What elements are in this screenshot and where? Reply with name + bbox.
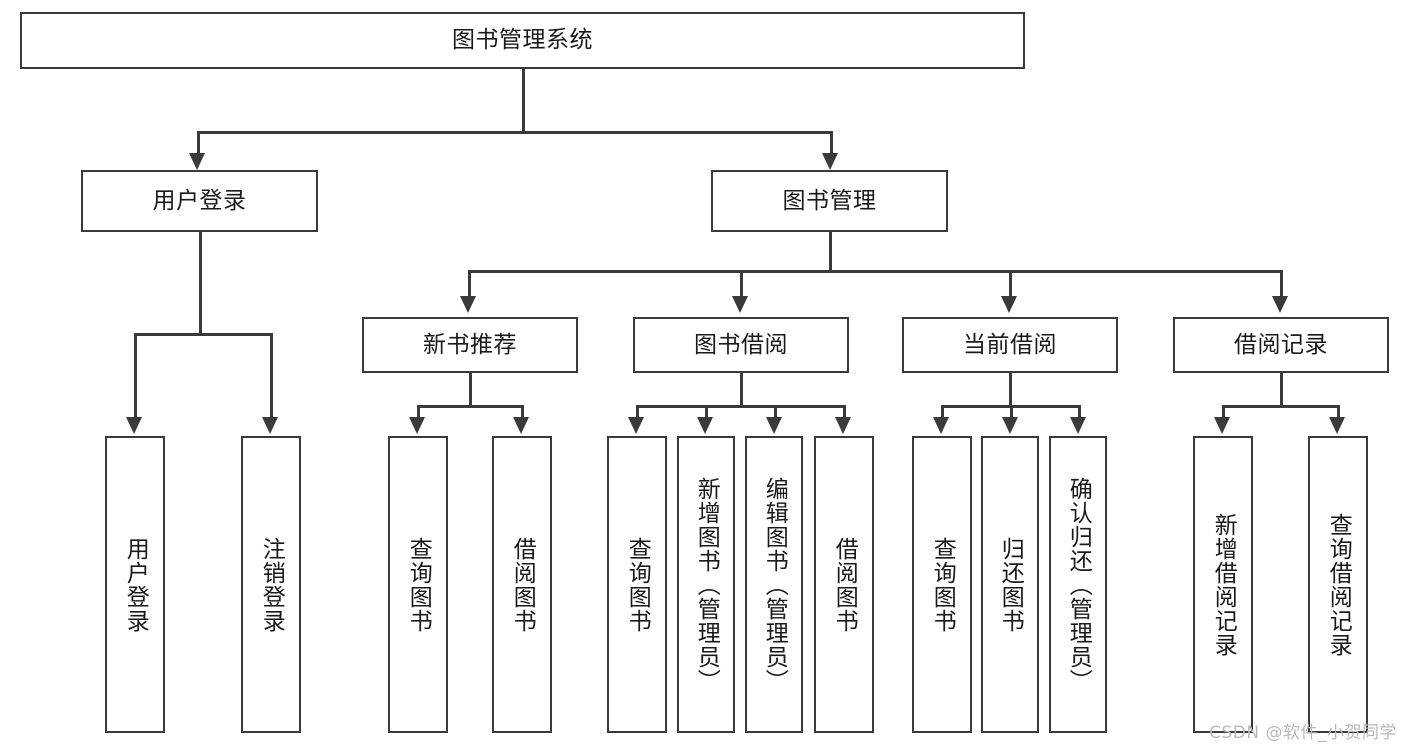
leaf-current-return-book[interactable]: 归还图书 (981, 436, 1039, 733)
connector-record-bus (1222, 405, 1338, 408)
connector-borrow-stem (740, 373, 743, 405)
connector-user-login-branch-1 (134, 333, 137, 419)
node-label: 用户登录 (152, 187, 247, 214)
arrowhead-new-book-recommend (460, 296, 476, 313)
arrowhead-book-borrow (732, 296, 748, 313)
leaf-recommend-query-book[interactable]: 查询图书 (388, 436, 448, 733)
arrowhead-record-leaf-2 (1329, 417, 1345, 434)
arrowhead-current-leaf-2 (1002, 417, 1018, 434)
arrowhead-recommend-leaf-2 (513, 417, 529, 434)
arrowhead-current-leaf-1 (933, 417, 949, 434)
leaf-user-login[interactable]: 用户登录 (105, 436, 165, 733)
connector-current-stem (1009, 373, 1012, 405)
arrowhead-current-leaf-3 (1070, 417, 1086, 434)
connector-book-mgmt-branch-3 (1009, 270, 1012, 298)
node-borrow-record[interactable]: 借阅记录 (1173, 317, 1389, 373)
connector-book-mgmt-branch-2 (740, 270, 743, 298)
node-label: 查询图书 (405, 536, 432, 633)
arrowhead-borrow-leaf-2 (697, 417, 713, 434)
node-label: 确认归还（管理员） (1065, 476, 1092, 693)
connector-user-login-bus (134, 333, 270, 336)
connector-record-branch-1 (1222, 405, 1225, 419)
node-label: 借阅图书 (831, 536, 858, 633)
connector-recommend-branch-2 (521, 405, 524, 419)
node-label: 图书借阅 (694, 331, 788, 358)
node-label: 用户登录 (122, 536, 149, 633)
connector-user-login-stem (199, 232, 202, 333)
node-new-book-recommend[interactable]: 新书推荐 (362, 317, 578, 373)
leaf-current-query-book[interactable]: 查询图书 (912, 436, 972, 733)
connector-recommend-stem (469, 373, 472, 405)
arrowhead-book-mgmt (822, 153, 838, 170)
node-label: 新书推荐 (423, 331, 517, 358)
connector-user-login-branch-2 (270, 333, 273, 419)
node-label: 归还图书 (997, 536, 1024, 633)
arrowhead-borrow-leaf-4 (835, 417, 851, 434)
node-label: 注销登录 (258, 536, 285, 633)
connector-root-to-book-mgmt (830, 131, 833, 155)
arrowhead-recommend-leaf-1 (409, 417, 425, 434)
node-label: 当前借阅 (963, 331, 1057, 358)
leaf-recommend-borrow-book[interactable]: 借阅图书 (492, 436, 552, 733)
connector-root-to-user-login (197, 131, 200, 155)
node-user-login[interactable]: 用户登录 (81, 170, 318, 232)
connector-current-bus (941, 405, 1078, 408)
connector-record-branch-2 (1337, 405, 1340, 419)
node-label: 新增借阅记录 (1210, 512, 1237, 657)
arrowhead-record-leaf-1 (1214, 417, 1230, 434)
leaf-borrow-query-book[interactable]: 查询图书 (607, 436, 667, 733)
node-label: 借阅记录 (1234, 331, 1328, 358)
leaf-borrow-add-book[interactable]: 新增图书（管理员） (677, 436, 735, 733)
node-label: 查询图书 (929, 536, 956, 633)
connector-book-mgmt-stem (829, 232, 832, 270)
connector-borrow-bus (636, 405, 845, 408)
leaf-record-add-record[interactable]: 新增借阅记录 (1193, 436, 1253, 733)
node-label: 图书管理系统 (452, 27, 593, 54)
connector-book-mgmt-bus (468, 270, 1280, 273)
leaf-logout[interactable]: 注销登录 (241, 436, 301, 733)
connector-book-mgmt-branch-1 (468, 270, 471, 298)
connector-recommend-bus (417, 405, 522, 408)
csdn-watermark: CSDN @软件_小贺同学 (1209, 723, 1397, 743)
node-label: 图书管理 (782, 187, 877, 214)
leaf-borrow-borrow-book[interactable]: 借阅图书 (814, 436, 874, 733)
arrowhead-borrow-leaf-1 (628, 417, 644, 434)
connector-borrow-branch-1 (636, 405, 639, 419)
connector-current-branch-1 (941, 405, 944, 419)
connector-recommend-branch-1 (417, 405, 420, 419)
node-label: 查询图书 (624, 536, 651, 633)
connector-book-mgmt-branch-4 (1280, 270, 1283, 298)
leaf-record-query-record[interactable]: 查询借阅记录 (1308, 436, 1368, 733)
connector-borrow-branch-3 (774, 405, 777, 419)
node-book-borrow[interactable]: 图书借阅 (633, 317, 849, 373)
node-label: 编辑图书（管理员） (761, 476, 788, 693)
connector-record-stem (1280, 373, 1283, 405)
connector-borrow-branch-4 (843, 405, 846, 419)
node-label: 查询借阅记录 (1325, 512, 1352, 657)
node-label: 新增图书（管理员） (693, 476, 720, 693)
node-root-system[interactable]: 图书管理系统 (20, 12, 1025, 69)
connector-root-stem (522, 69, 525, 131)
leaf-borrow-edit-book[interactable]: 编辑图书（管理员） (745, 436, 803, 733)
connector-current-branch-3 (1078, 405, 1081, 419)
leaf-current-confirm-return[interactable]: 确认归还（管理员） (1049, 436, 1107, 733)
connector-root-bus (197, 131, 830, 134)
node-current-borrow[interactable]: 当前借阅 (902, 317, 1118, 373)
connector-borrow-branch-2 (705, 405, 708, 419)
node-label: 借阅图书 (509, 536, 536, 633)
arrowhead-current-borrow (1001, 296, 1017, 313)
arrowhead-leaf-user-login (126, 417, 142, 434)
connector-current-branch-2 (1010, 405, 1013, 419)
arrowhead-user-login (189, 153, 205, 170)
node-book-management[interactable]: 图书管理 (711, 170, 948, 232)
arrowhead-borrow-record (1272, 296, 1288, 313)
arrowhead-borrow-leaf-3 (766, 417, 782, 434)
arrowhead-leaf-logout (262, 417, 278, 434)
